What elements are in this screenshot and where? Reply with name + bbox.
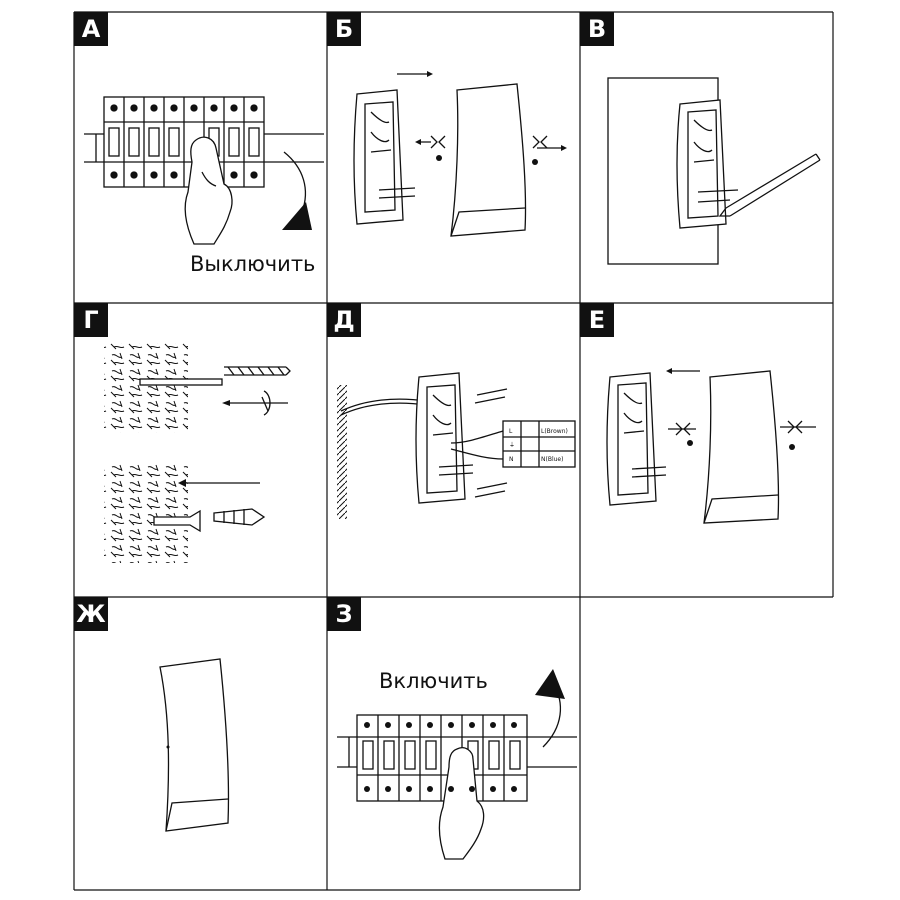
panel-f: Е: [580, 303, 833, 597]
remove-cover-illustration: [353, 71, 567, 237]
screw-icon: [474, 482, 508, 498]
lamp-base-plate: [415, 372, 466, 504]
drill-and-plug-illustration: [104, 343, 291, 563]
wall-lamp-icon: [159, 658, 230, 832]
wing-nut-icon: [532, 135, 548, 149]
screw-icon: [436, 155, 442, 161]
mark-holes-illustration: [607, 77, 821, 265]
wing-nut-icon: [430, 135, 446, 149]
installed-lamp-illustration: [159, 658, 230, 832]
arrow-head-icon: [282, 202, 312, 230]
attach-cover-illustration: [606, 368, 816, 524]
rotate-down-arrow: [283, 151, 306, 213]
breaker-switch-on-illustration: [337, 669, 577, 860]
switch-off-caption: Выключить: [190, 252, 316, 276]
screwdriver-icon: [725, 153, 821, 217]
wiring-illustration: L ⏚ N L(Brown) N(Blue): [337, 372, 576, 519]
supply-cable: [340, 398, 428, 412]
panel-b: Б: [327, 12, 580, 303]
lamp-base-plate: [606, 372, 657, 506]
screw-icon: [789, 444, 795, 450]
lamp-base-plate: [676, 99, 727, 229]
panel-d: Г: [74, 303, 327, 597]
circuit-breaker-icon: [356, 714, 528, 802]
panel-g: Ж: [74, 597, 327, 890]
wall-texture: [104, 343, 188, 433]
wire-l-label: L(Brown): [541, 428, 568, 435]
lamp-cover: [450, 83, 527, 237]
screw-icon: [474, 388, 508, 404]
wall-section: [337, 385, 347, 519]
panel-h: З Включить: [327, 597, 580, 890]
arrow-head-icon: [535, 669, 565, 699]
drill-hole: [139, 378, 223, 386]
wire-n-label: N(Blue): [541, 456, 563, 463]
wall-plug-icon: [213, 508, 266, 526]
panel-c: В: [580, 12, 833, 303]
lamp-base-plate: [353, 89, 404, 225]
screw-icon: [532, 159, 538, 165]
lamp-cover: [703, 370, 780, 524]
earth-symbol: ⏚: [509, 442, 515, 449]
panel-e: Д L ⏚ N: [327, 303, 580, 597]
wall-texture: [104, 463, 188, 563]
terminal-n-label: N: [509, 456, 514, 463]
panel-a: А: [74, 12, 327, 303]
screw-icon: [687, 440, 693, 446]
